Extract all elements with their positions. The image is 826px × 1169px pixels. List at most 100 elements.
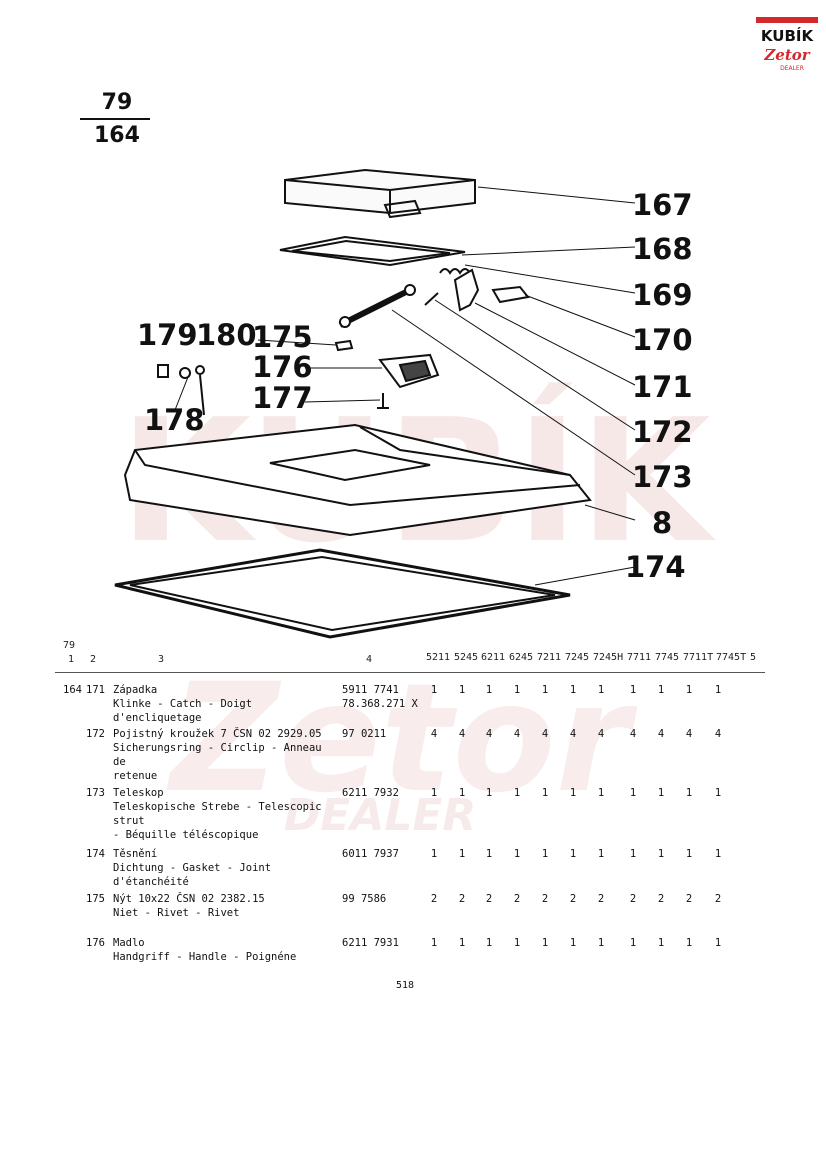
quantity: 1 [541,787,549,799]
quantity: 1 [657,684,665,696]
callout-175: 175 [252,320,313,354]
description-line: - Béquille téléscopique [113,829,259,841]
quantity: 2 [569,893,577,905]
figure-divider [80,118,150,120]
quantity: 2 [685,893,693,905]
parts-diagram: 167 168 169 170 171 172 173 8 174 179 18… [114,168,693,639]
model-header: 7745 [655,652,680,663]
quantity: 1 [485,848,493,860]
quantity: 2 [458,893,466,905]
quantity: 1 [569,684,577,696]
part-number: 97 0211 [342,727,432,741]
description-line: Nýt 10x22 ČSN 02 2382.15 [113,893,265,905]
item-number: 173 [86,787,105,799]
quantity: 1 [714,787,722,799]
quantity: 1 [685,937,693,949]
callout-178: 178 [144,403,205,437]
quantity: 1 [714,848,722,860]
callout-177: 177 [252,381,313,415]
quantity: 1 [541,684,549,696]
quantity: 4 [485,728,493,740]
model-header: 7245 [565,652,590,663]
model-header: 5 [750,652,757,663]
part-number-line: 78.368.271 X [342,698,418,710]
quantity: 4 [685,728,693,740]
quantity: 1 [513,787,521,799]
part-number-line: 99 7586 [342,893,387,905]
description-line: Klinke - Catch - Doigt d'encliquetage [113,698,253,724]
quantity: 1 [629,787,637,799]
quantity: 1 [685,684,693,696]
quantity: 2 [714,893,722,905]
description-line: Sicherungsring - Circlip - Anneau de [113,742,322,768]
description-line: Pojistný kroužek 7 ČSN 02 2929.05 [113,728,322,740]
quantity: 1 [597,937,605,949]
watermark-sub: Zetor [166,652,637,826]
quantity: 1 [569,848,577,860]
kubik-zetor-logo: KUBÍK Zetor DEALER [756,14,818,72]
watermark-tag: DEALER [284,790,477,841]
quantity: 4 [458,728,466,740]
quantity: 4 [629,728,637,740]
model-header: 6211 [481,652,506,663]
description-line: retenue [113,770,158,782]
table-group: 79 [63,640,76,651]
quantity: 1 [714,937,722,949]
col-header-1: 1 [68,654,75,665]
quantity: 4 [430,728,438,740]
figure-group: 79 [101,90,133,115]
callout-174: 174 [625,550,686,584]
quantity: 1 [569,787,577,799]
description-line: Niet - Rivet - Rivet [113,907,240,919]
item-number: 174 [86,848,105,860]
quantity: 1 [513,937,521,949]
quantity: 2 [657,893,665,905]
item-number: 172 [86,728,105,740]
quantity: 1 [430,848,438,860]
quantity: 1 [685,848,693,860]
quantity: 1 [657,937,665,949]
part-number-line: 6011 7937 [342,848,399,860]
item-number: 175 [86,893,105,905]
quantity: 1 [657,787,665,799]
logo-sub: Zetor [763,46,810,64]
item-number: 176 [86,937,105,949]
callout-8: 8 [652,506,672,540]
col-header-3: 3 [158,654,165,665]
quantity: 4 [714,728,722,740]
quantity: 4 [569,728,577,740]
logo-brand: KUBÍK [761,26,815,45]
quantity: 2 [430,893,438,905]
quantity: 2 [541,893,549,905]
part-number-line: 5911 7741 [342,684,399,696]
quantity: 1 [458,787,466,799]
description-line: Teleskopische Strebe - Telescopic strut [113,801,322,827]
model-header: 7245H [593,652,624,663]
part-number-line: 97 0211 [342,728,387,740]
quantity: 4 [597,728,605,740]
table-divider [55,672,765,673]
quantity: 1 [629,848,637,860]
quantity: 1 [485,787,493,799]
quantity: 1 [430,937,438,949]
quantity: 2 [485,893,493,905]
quantity: 1 [458,937,466,949]
quantity: 1 [569,937,577,949]
model-header: 5245 [454,652,479,663]
quantity: 1 [685,787,693,799]
item-number: 171 [86,684,105,696]
description-line: Madlo [113,937,145,949]
figure-number: 79 164 [80,90,154,148]
quantity: 1 [657,848,665,860]
part-number: 6211 7931 [342,936,432,950]
quantity: 1 [714,684,722,696]
callout-179: 179 [137,318,198,352]
page-number: 518 [396,980,415,991]
quantity: 1 [458,684,466,696]
part-number-line: 6211 7931 [342,937,399,949]
part-number: 99 7586 [342,892,432,906]
quantity: 1 [430,787,438,799]
description-line: Západka [113,684,158,696]
